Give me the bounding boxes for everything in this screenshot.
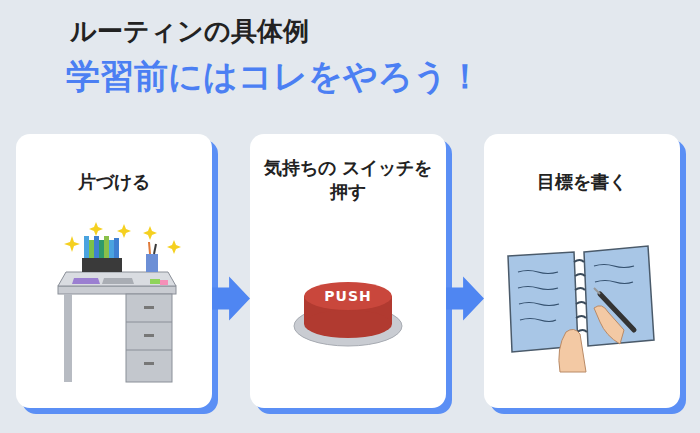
button-label: PUSH <box>324 288 371 304</box>
subtitle: 学習前にはコレをやろう！ <box>66 54 482 100</box>
goal-card: 目標を書く <box>484 134 680 408</box>
flow-arrow <box>212 276 250 320</box>
step-label: 気持ちの スイッチを押す <box>256 156 440 205</box>
step-label: 片づける <box>22 170 206 194</box>
title: ルーティンの具体例 <box>70 14 309 49</box>
step-label: 目標を書く <box>490 170 674 194</box>
tidy-card: 片づける <box>16 134 212 408</box>
flow-arrow <box>446 276 484 320</box>
switch-card: 気持ちの スイッチを押す <box>250 134 446 408</box>
